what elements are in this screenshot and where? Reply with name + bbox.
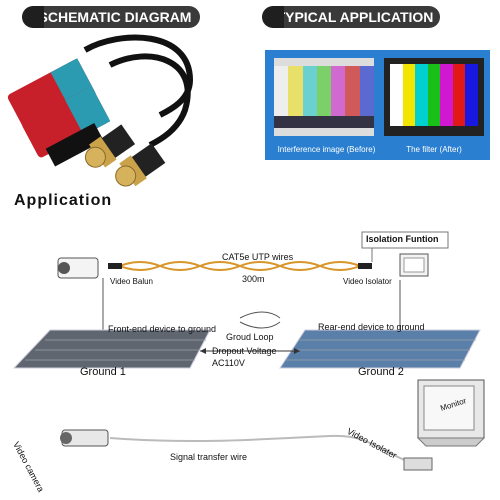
after-caption: The filter (After)	[406, 145, 462, 154]
before-image	[274, 58, 374, 136]
video-camera-label: Video camera	[11, 440, 46, 494]
cable-label: CAT5e UTP wires	[222, 252, 294, 262]
heading-accent	[22, 6, 44, 28]
rear-end-ground-label: Rear-end device to ground	[318, 322, 425, 332]
after-image	[384, 58, 484, 136]
video-isolater-label: Video Isolater	[345, 426, 399, 461]
ground-loop-label: Groud Loop	[226, 332, 274, 342]
video-balun-label: Video Balun	[110, 277, 153, 286]
heading-accent-right	[262, 6, 284, 28]
schematic-diagram-title: SCHEMATIC DIAGRAM	[38, 9, 192, 25]
signal-wire-label: Signal transfer wire	[170, 452, 248, 462]
schematic-diagram-heading: SCHEMATIC DIAGRAM	[30, 6, 200, 28]
typical-application-title: TYPICAL APPLICATION	[276, 9, 434, 25]
front-end-ground-label: Front-end device to ground	[108, 324, 217, 334]
ground-1-label: Ground 1	[80, 366, 126, 378]
before-caption: Interference image (Before)	[277, 145, 376, 154]
isolation-function-label: Isolation Funtion	[366, 234, 439, 244]
distance-label: 300m	[242, 274, 265, 284]
dropout-voltage-label: Dropout Voltage	[212, 346, 277, 356]
ground-2-label: Ground 2	[358, 366, 404, 378]
camera-icon	[57, 257, 99, 279]
ac-voltage-label: AC110V	[212, 358, 245, 368]
application-heading: Application	[14, 192, 113, 209]
video-isolator-label: Video Isolator	[343, 277, 392, 286]
monitor-icon	[399, 253, 429, 277]
typical-application-heading: TYPICAL APPLICATION	[270, 6, 440, 28]
bottom-monitor-icon	[416, 379, 486, 447]
bottom-camera-icon	[60, 429, 109, 447]
monitor-label: Monitor	[439, 396, 468, 413]
